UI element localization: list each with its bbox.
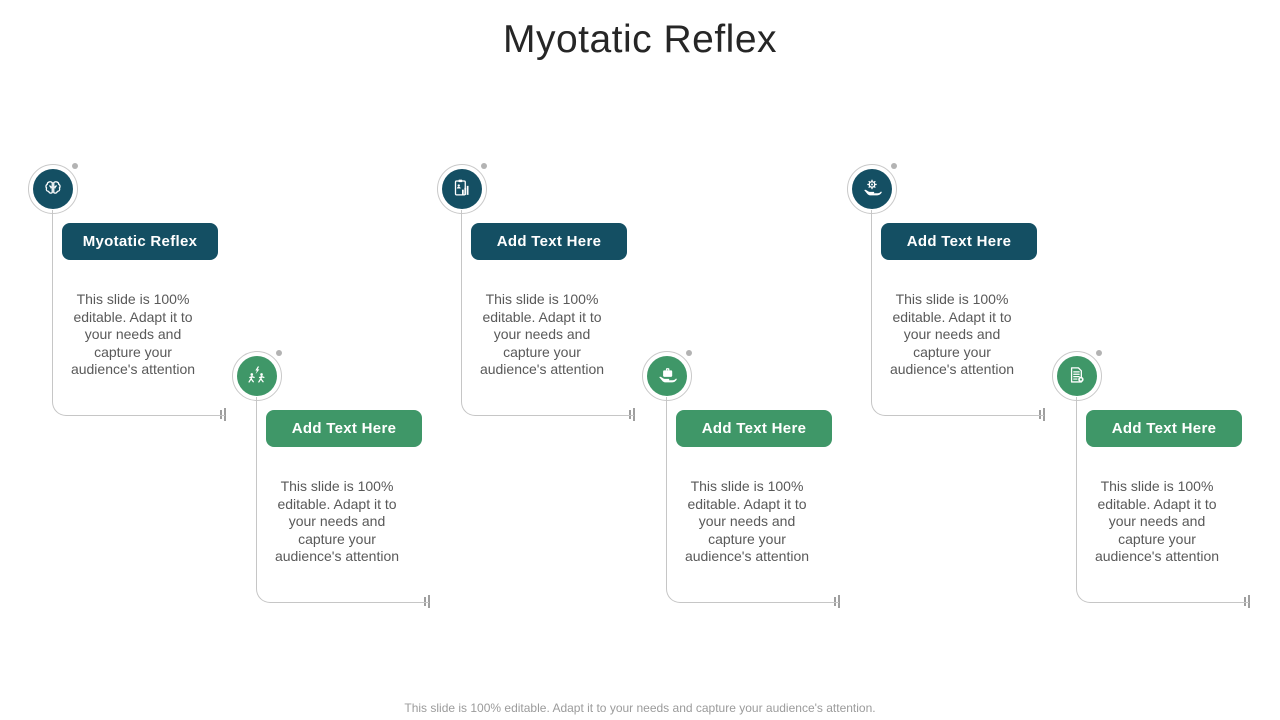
page-title: Myotatic Reflex bbox=[502, 18, 778, 61]
connector-line bbox=[666, 397, 839, 603]
step-description: This slide is 100% editable. Adapt it to… bbox=[70, 291, 196, 378]
document-badge-icon bbox=[1057, 356, 1097, 396]
connector-line bbox=[256, 397, 429, 603]
brain-icon bbox=[33, 169, 73, 209]
hand-briefcase-icon bbox=[647, 356, 687, 396]
step-description: This slide is 100% editable. Adapt it to… bbox=[1094, 478, 1220, 565]
step-description: This slide is 100% editable. Adapt it to… bbox=[684, 478, 810, 565]
ring-dot bbox=[276, 350, 282, 356]
ring-dot bbox=[72, 163, 78, 169]
hand-gear-icon bbox=[852, 169, 892, 209]
step-button[interactable]: Add Text Here bbox=[471, 223, 627, 260]
footer-note: This slide is 100% editable. Adapt it to… bbox=[404, 701, 876, 715]
step-block-6: Add Text Here This slide is 100% editabl… bbox=[1052, 350, 1262, 609]
step-description: This slide is 100% editable. Adapt it to… bbox=[889, 291, 1015, 378]
ring-dot bbox=[686, 350, 692, 356]
step-block-2: Add Text Here This slide is 100% editabl… bbox=[232, 350, 442, 609]
ring-dot bbox=[481, 163, 487, 169]
step-button[interactable]: Add Text Here bbox=[676, 410, 832, 447]
connector-line bbox=[52, 210, 225, 416]
ring-dot bbox=[891, 163, 897, 169]
connector-line bbox=[871, 210, 1044, 416]
step-button[interactable]: Add Text Here bbox=[266, 410, 422, 447]
connector-line bbox=[461, 210, 634, 416]
clipboard-chart-icon bbox=[442, 169, 482, 209]
runners-bolt-icon bbox=[237, 356, 277, 396]
step-block-5: Add Text Here This slide is 100% editabl… bbox=[847, 163, 1057, 422]
step-button[interactable]: Add Text Here bbox=[1086, 410, 1242, 447]
step-description: This slide is 100% editable. Adapt it to… bbox=[274, 478, 400, 565]
step-button[interactable]: Add Text Here bbox=[881, 223, 1037, 260]
step-description: This slide is 100% editable. Adapt it to… bbox=[479, 291, 605, 378]
step-button[interactable]: Myotatic Reflex bbox=[62, 223, 218, 260]
step-block-4: Add Text Here This slide is 100% editabl… bbox=[642, 350, 852, 609]
step-block-1: Myotatic Reflex This slide is 100% edita… bbox=[28, 163, 238, 422]
connector-line bbox=[1076, 397, 1249, 603]
ring-dot bbox=[1096, 350, 1102, 356]
step-block-3: Add Text Here This slide is 100% editabl… bbox=[437, 163, 647, 422]
